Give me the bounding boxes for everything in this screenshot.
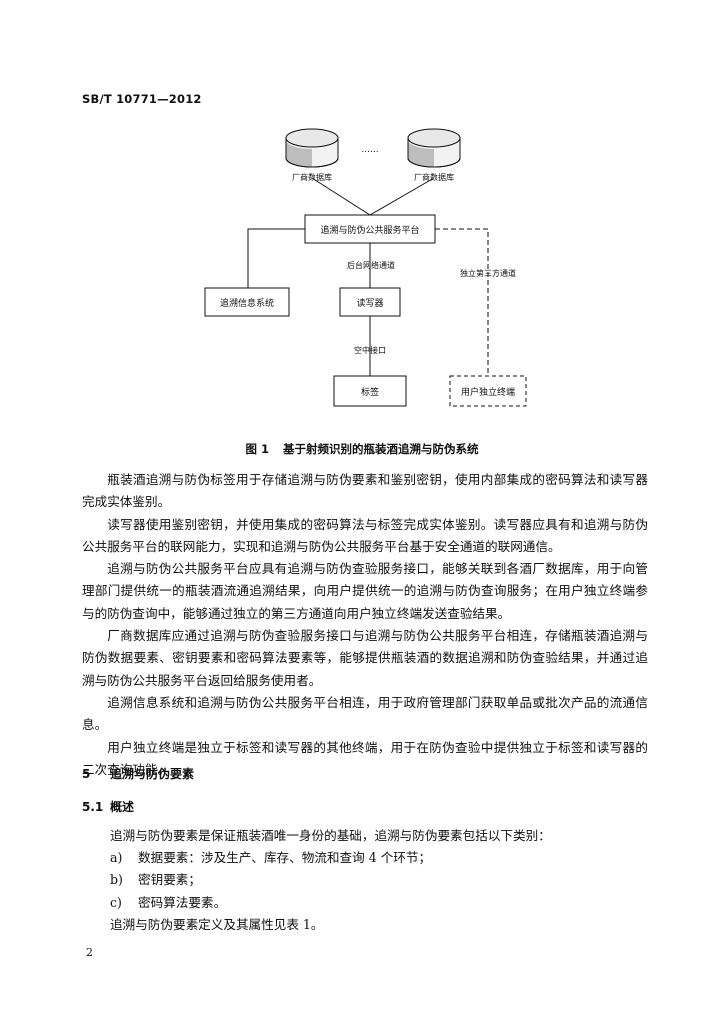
paragraph: 追溯信息系统和追溯与防伪公共服务平台相连，用于政府管理部门获取单品或批次产品的流… <box>82 694 648 733</box>
overview-outro: 追溯与防伪要素定义及其属性见表 1。 <box>110 916 324 932</box>
page-number: 2 <box>86 946 93 959</box>
ellipsis: ...... <box>361 145 378 155</box>
section-title: 追溯与防伪要素 <box>110 767 195 781</box>
list-text: 密码算法要素。 <box>138 894 227 910</box>
paragraph: 读写器使用鉴别密钥，并使用集成的密码算法与标签完成实体鉴别。读写器应具有和追溯与… <box>82 516 648 554</box>
list-text: 密钥要素； <box>138 872 201 888</box>
db-right-label: 厂商数据库 <box>414 172 454 182</box>
list-label: c) <box>110 894 122 910</box>
platform-label: 追溯与防伪公共服务平台 <box>320 224 419 236</box>
overview-intro: 追溯与防伪要素是保证瓶装酒唯一身份的基础，追溯与防伪要素包括以下类别： <box>110 828 551 843</box>
section-number: 5.1 <box>82 800 104 814</box>
user-terminal-label: 用户独立终端 <box>461 386 515 398</box>
section-5-heading: 5 追溯与防伪要素 <box>82 765 194 782</box>
air-interface-label: 空中接口 <box>354 345 386 355</box>
database-icon-right <box>407 128 461 168</box>
figure-number: 图 1 <box>245 442 269 456</box>
list-label: a) <box>110 850 123 866</box>
section-number: 5 <box>82 767 91 781</box>
standard-id: SB/T 10771—2012 <box>82 92 202 106</box>
paragraph: 厂商数据库应通过追溯与防伪查验服务接口与追溯与防伪公共服务平台相连，存储瓶装酒追… <box>82 628 648 688</box>
figure-title: 基于射频识别的瓶装酒追溯与防伪系统 <box>283 442 479 456</box>
paragraph: 追溯与防伪公共服务平台应具有追溯与防伪查验服务接口，能够关联到各酒厂数据库，用于… <box>82 561 648 621</box>
list-label: b) <box>110 872 123 888</box>
db-left-label: 厂商数据库 <box>292 172 332 182</box>
paragraph: 瓶装酒追溯与防伪标签用于存储追溯与防伪要素和鉴别密钥，使用内部集成的密码算法和读… <box>82 472 648 510</box>
body-paragraphs: 瓶装酒追溯与防伪标签用于存储追溯与防伪要素和鉴别密钥，使用内部集成的密码算法和读… <box>82 469 648 781</box>
overview-block: 追溯与防伪要素是保证瓶装酒唯一身份的基础，追溯与防伪要素包括以下类别： a) 数据… <box>110 825 640 936</box>
trace-system-box <box>204 287 290 317</box>
trace-system-label: 追溯信息系统 <box>220 297 274 309</box>
backend-channel-label: 后台网络通道 <box>347 260 395 270</box>
tag-box <box>333 375 407 407</box>
tag-label: 标签 <box>361 386 379 398</box>
figure-caption: 图 1 基于射频识别的瓶装酒追溯与防伪系统 <box>0 441 724 457</box>
list-text: 数据要素：涉及生产、库存、物流和查询 4 个环节； <box>138 850 432 866</box>
database-icon-left <box>285 128 339 168</box>
paragraph: 用户独立终端是独立于标签和读写器的其他终端，用于在防伪查验中提供独立于标签和读写… <box>82 739 648 777</box>
third-party-channel-label: 独立第三方通道 <box>460 268 516 278</box>
section-title: 概述 <box>110 800 135 814</box>
system-diagram: ...... 厂商数据库 厂商数据库 追溯与防伪公共服务平台 后台网络通道 独立… <box>204 128 527 407</box>
reader-label: 读写器 <box>356 297 383 309</box>
section-5-1-heading: 5.1 概述 <box>82 798 134 815</box>
user-terminal-box <box>449 375 527 407</box>
list-item: c) 密码算法要素。 <box>110 892 640 914</box>
list-item: b) 密钥要素； <box>110 869 640 891</box>
list-item: a) 数据要素：涉及生产、库存、物流和查询 4 个环节； <box>110 847 640 869</box>
